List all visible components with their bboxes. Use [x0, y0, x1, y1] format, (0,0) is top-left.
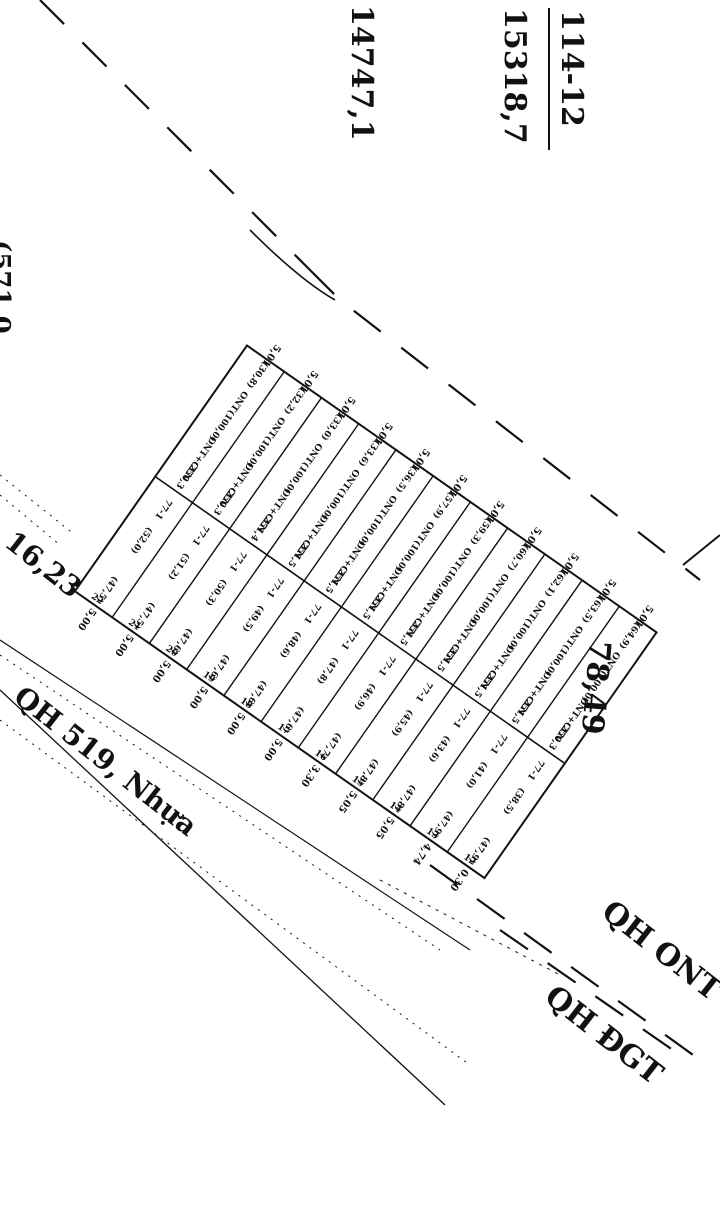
lot-depth-top: (62,1) [542, 568, 568, 599]
lot-code: 77-1 [376, 653, 397, 677]
lot-depth-top: (63,5) [579, 594, 605, 625]
lot-depth-top: (30,8) [244, 359, 270, 390]
lot-code: 77-1 [413, 679, 434, 703]
lot-divider [223, 449, 397, 696]
area-left: 14747,1 [344, 5, 379, 141]
lot-depth-top: (36,5) [393, 463, 419, 494]
lot-depth-mid: (45,9) [389, 707, 415, 738]
lot-depth-mid: (38,5) [501, 785, 527, 816]
lot-depth-mid: (43,6) [426, 733, 452, 764]
lot-area: 250,3 [174, 462, 198, 491]
lot-area: 251,5 [397, 618, 421, 647]
road-lines [0, 474, 561, 1106]
lot-depth-mid: (46,9) [352, 681, 378, 712]
frontage-bottom-dim: 5,00 [112, 632, 135, 658]
lot-area: 251,4 [248, 514, 272, 543]
lot-area: 251,5 [360, 592, 384, 621]
lot-code: 77-1 [264, 575, 285, 599]
dashed-boundary-upper [39, 0, 701, 581]
lot-depth-mid: (49,5) [240, 603, 266, 634]
frontage-bottom-dim: 5,05 [373, 814, 396, 840]
lot-depth-mid: (52,0) [128, 525, 154, 556]
lot-depth-mid: (47,8) [314, 655, 340, 686]
frontage-bottom-dim: 5,00 [261, 736, 284, 762]
lot-divider [334, 527, 509, 775]
lot-depth-mid: (50,3) [203, 577, 229, 608]
frontage-bottom-dim: 5,05 [336, 788, 359, 814]
block-middle-line [154, 475, 566, 765]
lot-code: 77-1 [450, 705, 471, 729]
lot-code: 77-1 [190, 523, 211, 547]
lot-code: 77-1 [301, 601, 322, 625]
lot-depth-mid: (41,0) [463, 759, 489, 790]
parcel-boundary-right-edge [682, 534, 720, 566]
frontage-bottom-dim: 5,00 [224, 710, 247, 736]
parcel-area: 15318,7 [497, 8, 532, 144]
lot-area: 250,3 [211, 488, 235, 517]
lot-divider [446, 605, 620, 853]
lot-divider [409, 579, 583, 827]
road-label: QH 519, Nhựa [8, 680, 204, 843]
lot-divider [111, 371, 285, 618]
lot-area: 251,5 [285, 540, 309, 569]
lot-code: 77-1 [525, 757, 546, 781]
lot-depth-top: (60,7) [505, 542, 531, 573]
lot-depth-top: (64,9) [616, 620, 642, 651]
lot-lines [111, 371, 620, 853]
lot-depth-top: (59,3) [467, 516, 493, 547]
zone-dgt-label: QH ĐGT [538, 979, 670, 1093]
lot-depth-top: (32,2) [281, 385, 307, 416]
lot-area: 251,5 [434, 644, 458, 673]
lot-divider [186, 423, 360, 670]
block-outline [73, 344, 658, 880]
edge-length-left: 16,23 [0, 525, 88, 605]
frontage-bottom-dim: 5,00 [75, 606, 98, 632]
lot-depth-top: (33,0) [319, 411, 345, 442]
lot-depth-mid: (48,6) [277, 629, 303, 660]
lot-divider [372, 553, 546, 801]
lot-area: 251,5 [471, 670, 495, 699]
lot-divider [260, 475, 434, 723]
lot-area: 250,3 [546, 722, 570, 751]
lot-area: 251,5 [509, 696, 533, 725]
lot-divider [148, 397, 323, 644]
partial-area-label: (571,0 [0, 240, 15, 334]
frontage-bottom-dim: 5,00 [149, 658, 172, 684]
lot-depth-top: (57,9) [430, 489, 456, 520]
lot-depth-mid: (51,2) [165, 551, 191, 582]
zone-ont-label: QH ONT [595, 894, 720, 1009]
lot-code: 77-1 [152, 497, 173, 521]
edge-length-right: 78,49 [574, 639, 617, 736]
dashed-zoning-boundary [429, 864, 701, 1061]
lot-divider [297, 501, 471, 749]
lot-code: 77-1 [338, 627, 359, 651]
frontage-bottom-dim: 4,74 [410, 840, 433, 866]
lot-code: 77-1 [227, 549, 248, 573]
lot-code: 77-1 [487, 731, 508, 755]
lot-area: 251,5 [323, 566, 347, 595]
frontage-bottom-dim: 3,30 [298, 762, 321, 788]
parcel-boundary-top [249, 229, 336, 301]
frontage-bottom-dim: 5,00 [187, 684, 210, 710]
parcel-number: 114-12 [554, 10, 589, 127]
lot-depth-top: (33,6) [356, 437, 382, 468]
